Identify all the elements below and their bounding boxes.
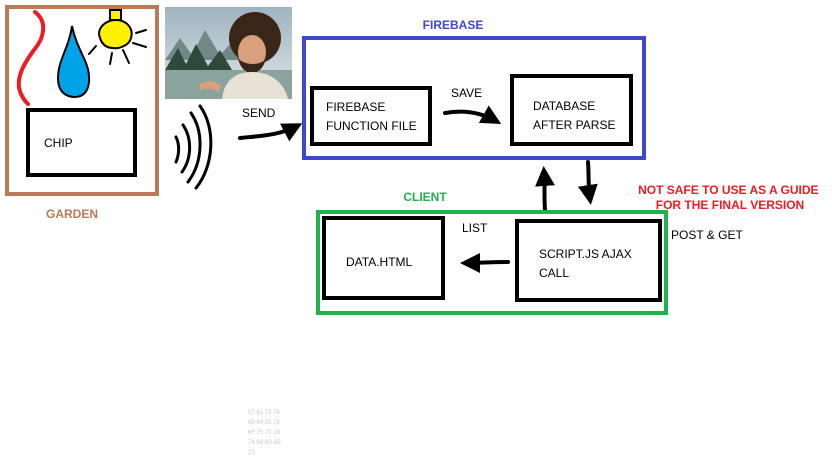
- squiggle-icon: [16, 10, 46, 106]
- database-box-label: DATABASE AFTER PARSE: [533, 99, 615, 132]
- database-box: [510, 74, 633, 146]
- script-js-box-label: SCRIPT.JS AJAX CALL: [539, 247, 635, 280]
- garden-group-label: GARDEN: [46, 207, 98, 221]
- function-file-box-label: FIREBASE FUNCTION FILE: [326, 100, 417, 133]
- data-html-box-label: DATA.HTML: [346, 255, 413, 269]
- list-edge-label: LIST: [462, 221, 488, 235]
- save-arrow: [443, 105, 502, 124]
- firebase-group-label: FIREBASE: [423, 18, 484, 32]
- function-file-box: [310, 86, 432, 146]
- firebase-group-frame: [302, 36, 646, 160]
- data-html-box: [322, 216, 445, 300]
- client-group-label: CLIENT: [403, 190, 447, 204]
- light-bulb-icon: [88, 9, 147, 65]
- save-edge-label: SAVE: [451, 86, 482, 100]
- list-arrow: [460, 252, 510, 273]
- water-drop-icon: [56, 25, 91, 99]
- post-get-edge-label: POST & GET: [671, 228, 743, 242]
- get-arrow: [577, 160, 598, 205]
- garden-group-frame: [5, 5, 159, 196]
- painter-photo: [165, 7, 292, 99]
- chip-box-label: CHIP: [44, 136, 73, 150]
- warning-note: NOT SAFE TO USE AS A GUIDE FOR THE FINAL…: [638, 183, 822, 212]
- client-group-frame: [316, 210, 668, 315]
- send-edge-label: SEND: [242, 106, 276, 120]
- wifi-signal-icon: [174, 104, 213, 190]
- script-js-box: [515, 219, 662, 302]
- chip-box: [26, 108, 137, 177]
- hex-watermark: 57 61 73 74 65 64 20 79 6F 75 72 20 74 6…: [248, 410, 282, 456]
- post-arrow: [535, 166, 555, 212]
- send-arrow: [238, 123, 303, 142]
